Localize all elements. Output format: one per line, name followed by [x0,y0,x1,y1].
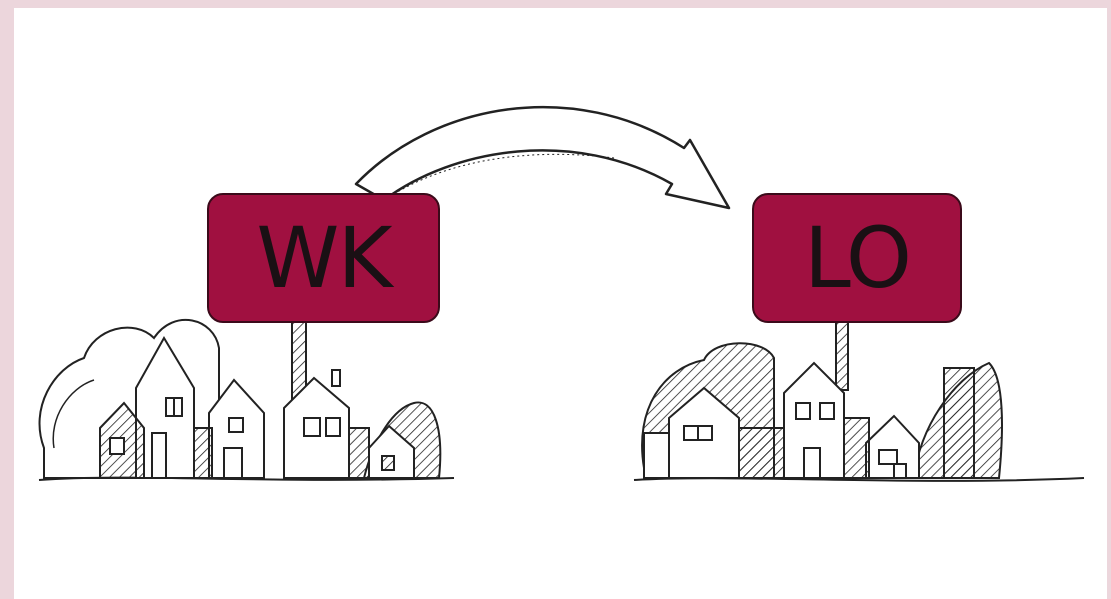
right-sign-post [836,320,848,390]
diagram-panel: WK LO [14,8,1107,599]
origin-tag-wk: WK [207,193,440,323]
destination-tag-lo: LO [752,193,962,323]
right-village [634,343,1084,481]
left-village [39,320,454,480]
